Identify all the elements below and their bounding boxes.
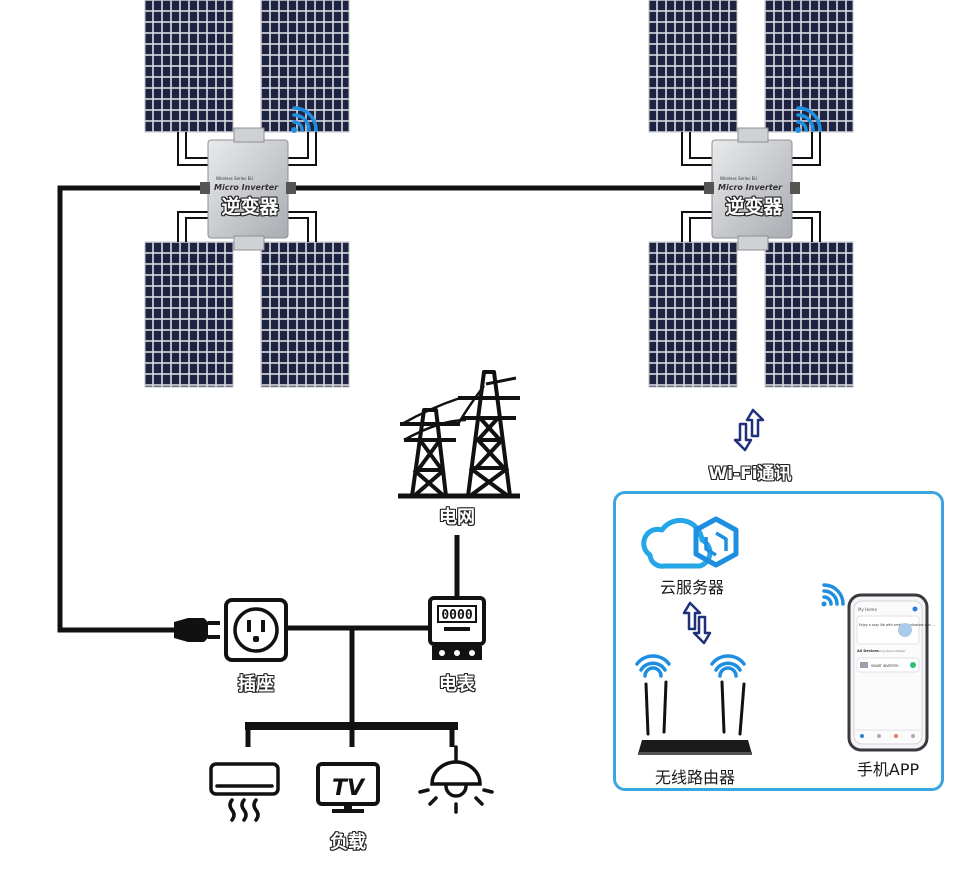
wifi-icon bbox=[821, 583, 845, 607]
inverter-brand-text: Wireless Series EU bbox=[720, 176, 757, 181]
wifi-icon bbox=[291, 106, 318, 133]
solar-panel-icon bbox=[144, 241, 234, 388]
air-conditioner-icon bbox=[209, 762, 280, 822]
cloud-server-label: 云服务器 bbox=[659, 578, 724, 597]
ac-wiring bbox=[57, 185, 712, 747]
router-icon bbox=[638, 680, 752, 755]
solar-array-right: Wireless Series EU Micro Inverter bbox=[648, 0, 854, 388]
electric-meter-icon: 0000 bbox=[428, 596, 486, 660]
meter-reading: 0000 bbox=[441, 608, 472, 623]
smartphone-icon: My Home Enjoy a cozy life with ambient i… bbox=[847, 593, 935, 752]
phone-app-label: 手机APP bbox=[856, 760, 920, 779]
phone-header: My Home bbox=[858, 607, 877, 612]
bidirectional-arrow-icon bbox=[682, 601, 712, 645]
solar-array-left: Wireless Series EU Micro Inverter bbox=[144, 0, 350, 388]
bidirectional-arrow-icon bbox=[733, 408, 765, 452]
tv-text: TV bbox=[332, 776, 366, 801]
meter-label: 电表 bbox=[439, 674, 475, 695]
router-label: 无线路由器 bbox=[654, 768, 735, 787]
solar-panel-icon bbox=[764, 241, 854, 388]
wifi-icon bbox=[795, 106, 822, 133]
ceiling-lamp-icon bbox=[418, 745, 494, 814]
socket-label: 插座 bbox=[238, 674, 274, 695]
wifi-icon bbox=[710, 654, 746, 678]
power-plug-icon bbox=[174, 618, 220, 642]
power-socket-icon bbox=[224, 598, 288, 662]
tv-icon: TV bbox=[316, 762, 380, 813]
inverter-label: 逆变器 bbox=[725, 196, 783, 218]
phone-filters: Living Room Master bbox=[876, 649, 906, 653]
wifi-comm-label: Wi-Fi通讯 bbox=[708, 464, 792, 484]
wifi-icon bbox=[635, 654, 671, 678]
solar-panel-icon bbox=[144, 0, 234, 133]
inverter-label: 逆变器 bbox=[221, 196, 279, 218]
grid-label: 电网 bbox=[439, 507, 475, 528]
load-label: 负载 bbox=[330, 832, 366, 853]
inverter-model-text: Micro Inverter bbox=[214, 183, 279, 192]
micro-inverter-icon: Wireless Series EU Micro Inverter bbox=[704, 127, 800, 251]
inverter-model-text: Micro Inverter bbox=[718, 183, 783, 192]
phone-card-text: Enjoy a cozy life with ambient indicator… bbox=[859, 623, 935, 627]
inverter-brand-text: Wireless Series EU bbox=[216, 176, 253, 181]
phone-section: All Devices bbox=[857, 649, 879, 653]
app-control-frame bbox=[613, 491, 944, 791]
solar-panel-icon bbox=[260, 241, 350, 388]
solar-panel-icon bbox=[648, 0, 738, 133]
micro-inverter-icon: Wireless Series EU Micro Inverter bbox=[200, 127, 296, 251]
solar-panel-icon bbox=[648, 241, 738, 388]
phone-device-name: SMART INVERTER bbox=[871, 664, 899, 668]
cloud-icon bbox=[641, 516, 739, 569]
transmission-tower-icon bbox=[398, 370, 520, 499]
